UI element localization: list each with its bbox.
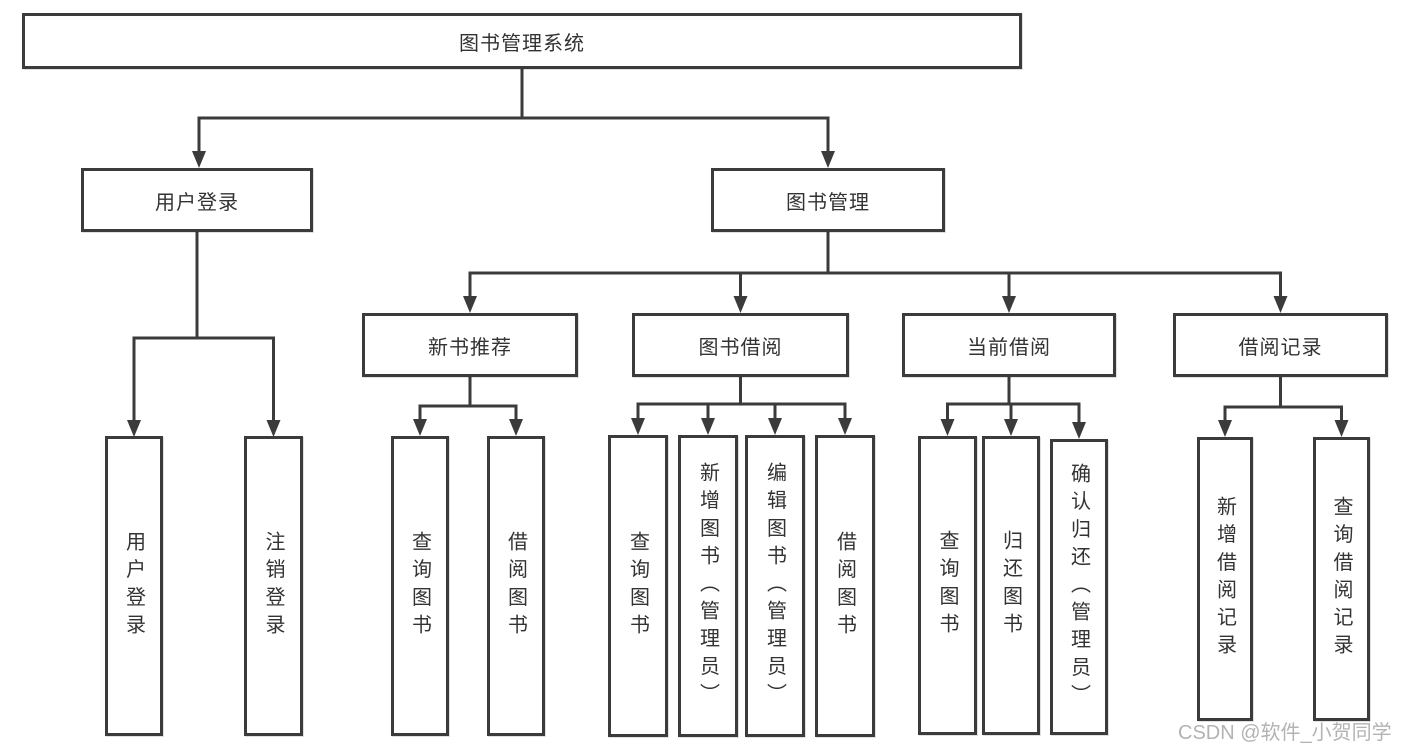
leaf-records-add-record-label: 新增借阅记录: [1213, 496, 1236, 662]
csdn-watermark: CSDN @软件_小贺同学: [1178, 722, 1392, 744]
leaf-borrow-query-books-label: 查询图书: [626, 530, 649, 642]
node-root: 图书管理系统: [22, 13, 1022, 69]
leaf-borrow-borrow-books-label: 借阅图书: [833, 530, 856, 642]
leaf-logout-label: 注销登录: [262, 530, 284, 642]
leaf-records-query-record: 查询借阅记录: [1313, 437, 1370, 721]
node-book-management-label: 图书管理: [786, 191, 870, 214]
node-borrowing-records: 借阅记录: [1173, 313, 1388, 377]
leaf-current-confirm-return-admin-label: 确认归还（管理员）: [1067, 462, 1090, 712]
leaf-current-return-books: 归还图书: [982, 436, 1040, 735]
node-new-book-recommend-label: 新书推荐: [428, 336, 512, 359]
leaf-current-query-books: 查询图书: [918, 436, 977, 735]
leaf-user-login: 用户登录: [105, 436, 163, 736]
leaf-user-login-label: 用户登录: [122, 530, 145, 642]
leaf-current-return-books-label: 归还图书: [999, 530, 1022, 641]
node-new-book-recommend: 新书推荐: [362, 313, 578, 377]
leaf-borrow-add-books-admin: 新增图书（管理员）: [678, 435, 738, 737]
node-current-borrowing: 当前借阅: [902, 313, 1116, 377]
node-book-borrowing-label: 图书借阅: [698, 336, 783, 359]
leaf-current-confirm-return-admin: 确认归还（管理员）: [1050, 439, 1108, 735]
node-current-borrowing-label: 当前借阅: [967, 336, 1051, 359]
leaf-borrow-edit-books-admin-label: 编辑图书（管理员）: [763, 461, 786, 711]
leaf-borrow-query-books: 查询图书: [608, 435, 668, 737]
node-root-label: 图书管理系统: [459, 32, 585, 55]
leaf-borrow-edit-books-admin: 编辑图书（管理员）: [745, 435, 805, 737]
node-book-borrowing: 图书借阅: [632, 313, 849, 377]
leaf-borrow-borrow-books: 借阅图书: [815, 435, 875, 737]
leaf-newbook-borrow-books-label: 借阅图书: [504, 530, 527, 642]
node-book-management: 图书管理: [711, 168, 945, 232]
leaf-records-query-record-label: 查询借阅记录: [1330, 496, 1352, 662]
leaf-newbook-query-books-label: 查询图书: [408, 530, 431, 642]
leaf-newbook-borrow-books: 借阅图书: [487, 436, 545, 736]
node-borrowing-records-label: 借阅记录: [1238, 336, 1323, 359]
leaf-borrow-add-books-admin-label: 新增图书（管理员）: [696, 461, 719, 711]
node-user-login: 用户登录: [81, 168, 313, 232]
leaf-records-add-record: 新增借阅记录: [1197, 437, 1253, 721]
leaf-newbook-query-books: 查询图书: [391, 436, 449, 736]
leaf-logout: 注销登录: [244, 436, 303, 736]
node-user-login-label: 用户登录: [155, 191, 239, 214]
leaf-current-query-books-label: 查询图书: [936, 530, 958, 641]
